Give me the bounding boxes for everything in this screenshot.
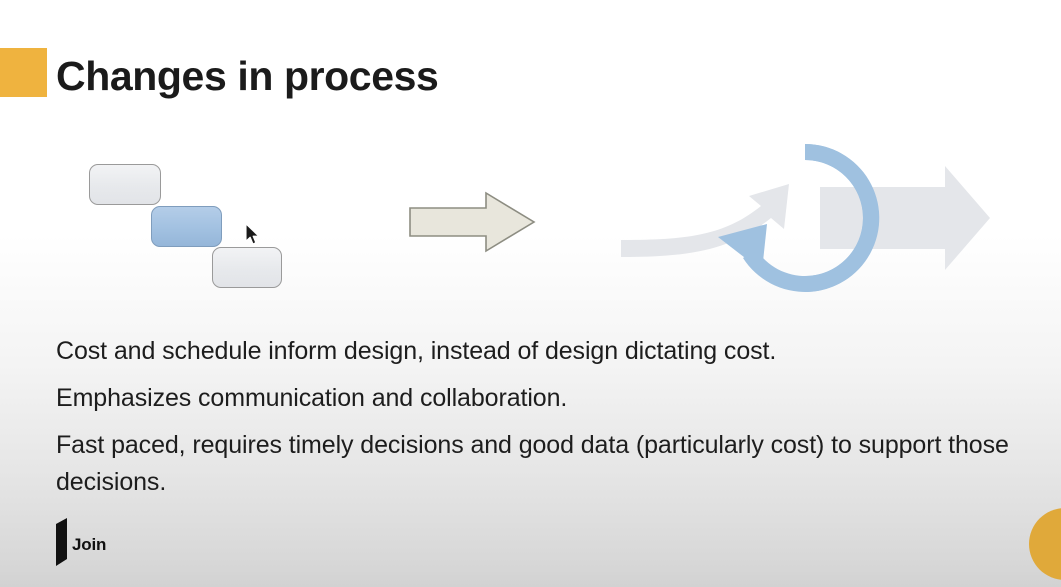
agile-cycle-icon	[621, 143, 990, 292]
page-title: Changes in process	[56, 53, 439, 99]
body-paragraph-3: Fast paced, requires timely decisions an…	[56, 431, 1009, 496]
waterfall-block-3	[212, 247, 282, 288]
footer-accent-dot	[1029, 508, 1061, 580]
body-paragraph-1: Cost and schedule inform design, instead…	[56, 337, 777, 365]
title-accent-block	[0, 48, 47, 97]
join-logo-text: Join	[72, 535, 107, 554]
transition-arrow-icon	[409, 191, 536, 253]
mouse-cursor-icon	[245, 223, 260, 245]
join-logo-mark-icon	[56, 518, 67, 566]
waterfall-block-1	[89, 164, 161, 205]
body-paragraph-2: Emphasizes communication and collaborati…	[56, 384, 568, 412]
waterfall-block-2	[151, 206, 222, 247]
